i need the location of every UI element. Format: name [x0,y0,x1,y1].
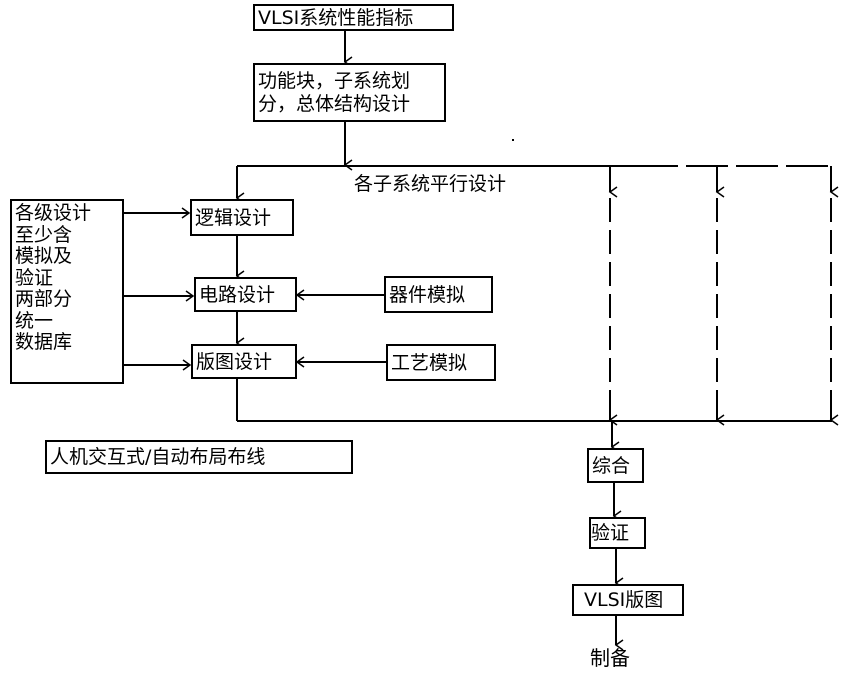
logic-design-box: 逻辑设计 [190,199,294,236]
synthesis-label: 综合 [592,454,631,477]
fabrication-label: 制备 [590,646,630,670]
vlsi-layout-label: VLSI版图 [584,589,664,611]
database-line-6: 统一 [15,309,54,332]
vlsi-performance-spec-box: VLSI系统性能指标 [253,4,454,31]
vlsi-performance-spec-label: VLSI系统性能指标 [258,6,414,29]
partition-line-1: 功能块，子系统划 [258,69,411,92]
partition-box: 功能块，子系统划 分，总体结构设计 [253,63,446,122]
verification-label: 验证 [591,522,630,544]
device-simulation-box: 器件模拟 [384,276,493,313]
parallel-design-label: 各子系统平行设计 [354,173,507,195]
stray-dot [512,139,514,141]
verification-box: 验证 [589,517,646,549]
synthesis-box: 综合 [587,448,644,483]
database-line-3: 模拟及 [15,245,73,267]
circuit-design-box: 电路设计 [194,277,297,312]
database-line-7: 数据库 [15,331,73,353]
database-line-5: 两部分 [15,288,73,310]
process-simulation-box: 工艺模拟 [386,344,496,381]
logic-design-label: 逻辑设计 [195,206,272,229]
database-line-1: 各级设计 [15,202,92,224]
database-line-4: 验证 [15,266,54,289]
layout-design-box: 版图设计 [191,344,297,379]
routing-note-label: 人机交互式/自动布局布线 [50,446,266,468]
vlsi-layout-box: VLSI版图 [572,584,684,616]
process-simulation-label: 工艺模拟 [391,351,468,374]
unified-database-box: 各级设计 至少含 模拟及 验证 两部分 统一 数据库 [10,199,124,384]
database-line-2: 至少含 [15,223,73,246]
routing-note-box: 人机交互式/自动布局布线 [45,440,353,474]
partition-line-2: 分，总体结构设计 [258,92,411,115]
device-simulation-label: 器件模拟 [389,283,466,306]
layout-design-label: 版图设计 [196,350,273,373]
circuit-design-label: 电路设计 [199,283,276,306]
